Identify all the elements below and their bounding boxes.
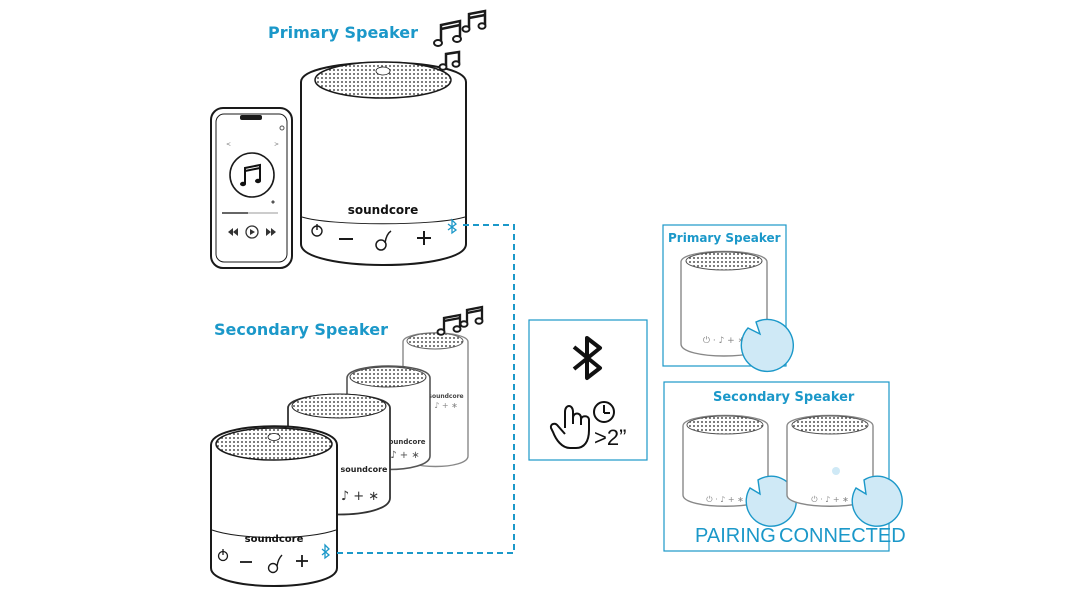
secondary-status-box: ⏻ · ♪ + ∗ ⏻ · ♪ + ∗ bbox=[663, 381, 903, 552]
power-icon bbox=[217, 549, 229, 562]
secondary-speaker-label: Secondary Speaker bbox=[214, 320, 388, 339]
album-art-circle bbox=[229, 152, 275, 198]
bluetooth-icon bbox=[572, 336, 602, 380]
music-notes-icon bbox=[436, 305, 484, 336]
bluetooth-led-pairing bbox=[716, 456, 797, 527]
play-pause-icon bbox=[375, 230, 392, 251]
clock-icon bbox=[593, 401, 615, 423]
pairing-label: PAIRING bbox=[695, 525, 776, 547]
play-pause-icon bbox=[228, 225, 276, 239]
primary-speaker-label: Primary Speaker bbox=[268, 23, 419, 42]
svg-text:>: > bbox=[274, 141, 279, 148]
svg-text:⏻ · ♪ + ∗: ⏻ · ♪ + ∗ bbox=[703, 335, 745, 346]
secondary-speaker: soundcore bbox=[210, 425, 338, 587]
box-secondary-speaker-label: Secondary Speaker bbox=[713, 390, 855, 405]
svg-text:⏻ · ♪ + ∗: ⏻ · ♪ + ∗ bbox=[811, 495, 849, 504]
hold-duration-label: >2” bbox=[594, 425, 627, 450]
music-note-icon bbox=[240, 163, 261, 187]
plus-icon bbox=[417, 231, 431, 245]
bluetooth-hold-box bbox=[528, 319, 648, 461]
primary-speaker: soundcore bbox=[300, 61, 467, 266]
svg-text:♪ + ∗: ♪ + ∗ bbox=[434, 401, 458, 410]
hand-press-icon bbox=[549, 405, 590, 449]
primary-status-box: ⏻ · ♪ + ∗ bbox=[662, 224, 794, 373]
bluetooth-icon bbox=[321, 543, 331, 560]
plus-icon bbox=[296, 555, 308, 567]
svg-text:<: < bbox=[226, 141, 231, 148]
brand-logo: soundcore bbox=[245, 534, 304, 545]
svg-text:soundcore: soundcore bbox=[384, 438, 425, 446]
svg-text:♪ + ∗: ♪ + ∗ bbox=[341, 489, 379, 504]
svg-text:soundcore: soundcore bbox=[428, 393, 463, 400]
smartphone: < > bbox=[210, 107, 293, 269]
svg-text:soundcore: soundcore bbox=[341, 465, 389, 474]
brand-logo: soundcore bbox=[348, 203, 418, 217]
bluetooth-icon bbox=[447, 218, 458, 235]
svg-text:♪ + ∗: ♪ + ∗ bbox=[390, 450, 420, 461]
bluetooth-led-blinking bbox=[715, 295, 794, 373]
connected-label: CONNECTED bbox=[779, 525, 906, 547]
play-pause-icon bbox=[267, 554, 283, 574]
power-icon bbox=[311, 224, 323, 237]
music-notes-icon bbox=[433, 9, 487, 71]
box-primary-speaker-label: Primary Speaker bbox=[668, 231, 781, 245]
svg-text:⏻ · ♪ + ∗: ⏻ · ♪ + ∗ bbox=[706, 495, 744, 504]
connection-line bbox=[336, 224, 515, 554]
bluetooth-led-connected bbox=[823, 458, 903, 527]
secondary-speaker-back: soundcore ♪ + ∗ bbox=[402, 332, 469, 468]
